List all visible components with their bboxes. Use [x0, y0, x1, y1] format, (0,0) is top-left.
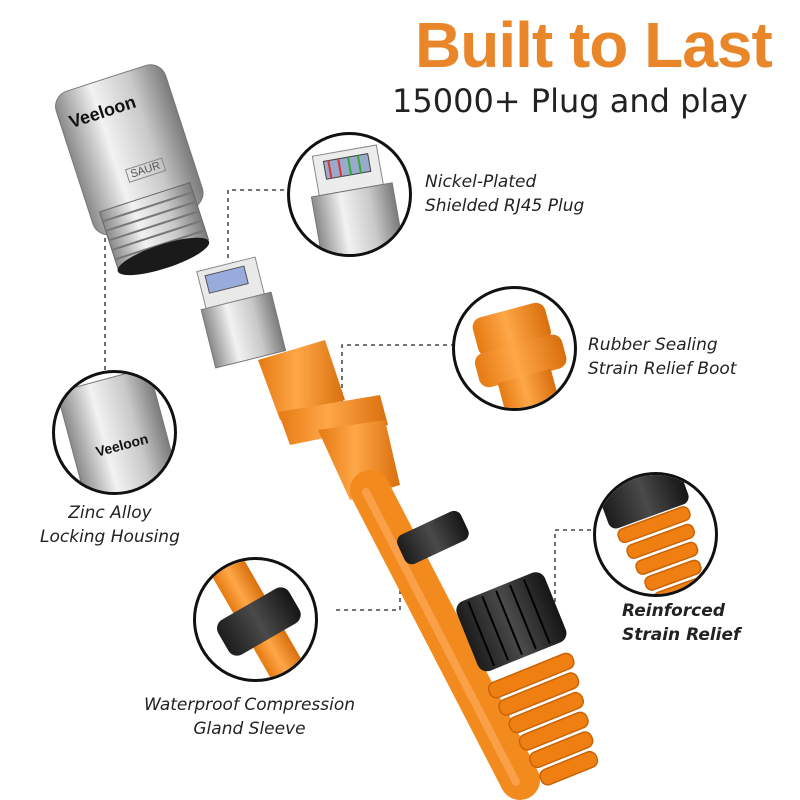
callout-boot-line1: Rubber Sealing — [588, 335, 718, 355]
rj45-plug-part — [196, 256, 287, 369]
page-title: Built to Last — [415, 9, 773, 81]
callout-plug-line2: Shielded RJ45 Plug — [425, 196, 585, 216]
callout-strain: Reinforced Strain Relief — [622, 599, 740, 647]
callout-plug: Nickel-Plated Shielded RJ45 Plug — [425, 170, 584, 218]
callout-strain-line2: Strain Relief — [622, 625, 741, 645]
callout-plug-line1: Nickel-Plated — [425, 172, 537, 192]
zoom-circle-strain — [593, 472, 718, 597]
boot-closeup — [472, 302, 567, 408]
housing-closeup — [59, 373, 174, 492]
callout-gland-line1: Waterproof Compression — [143, 695, 356, 715]
zoom-circle-housing: Veeloon — [52, 370, 177, 495]
cable — [350, 470, 540, 800]
callout-boot: Rubber Sealing Strain Relief Boot — [588, 333, 736, 381]
plug-closeup — [310, 144, 405, 254]
zoom-circle-boot — [452, 286, 577, 411]
page-subtitle: 15000+ Plug and play — [392, 82, 748, 120]
zoom-circle-gland — [193, 557, 318, 682]
gland-closeup — [207, 560, 314, 679]
callout-boot-line2: Strain Relief Boot — [588, 359, 737, 379]
gland-ring-part — [397, 510, 469, 565]
callout-gland: Waterproof Compression Gland Sleeve — [132, 693, 367, 741]
leader-strain — [554, 529, 600, 610]
callout-gland-line2: Gland Sleeve — [193, 719, 306, 739]
zinc-housing-part — [55, 64, 210, 276]
callout-housing-line1: Zinc Alloy — [68, 503, 152, 523]
zoom-circle-plug — [287, 132, 412, 257]
callout-housing-line2: Locking Housing — [40, 527, 180, 547]
ribbed-relief-part — [487, 652, 599, 786]
callout-housing: Zinc Alloy Locking Housing — [40, 501, 180, 549]
callout-strain-line1: Reinforced — [622, 601, 725, 621]
leader-plug — [227, 189, 290, 258]
strain-closeup — [597, 475, 706, 594]
strain-nut-part — [456, 572, 567, 672]
